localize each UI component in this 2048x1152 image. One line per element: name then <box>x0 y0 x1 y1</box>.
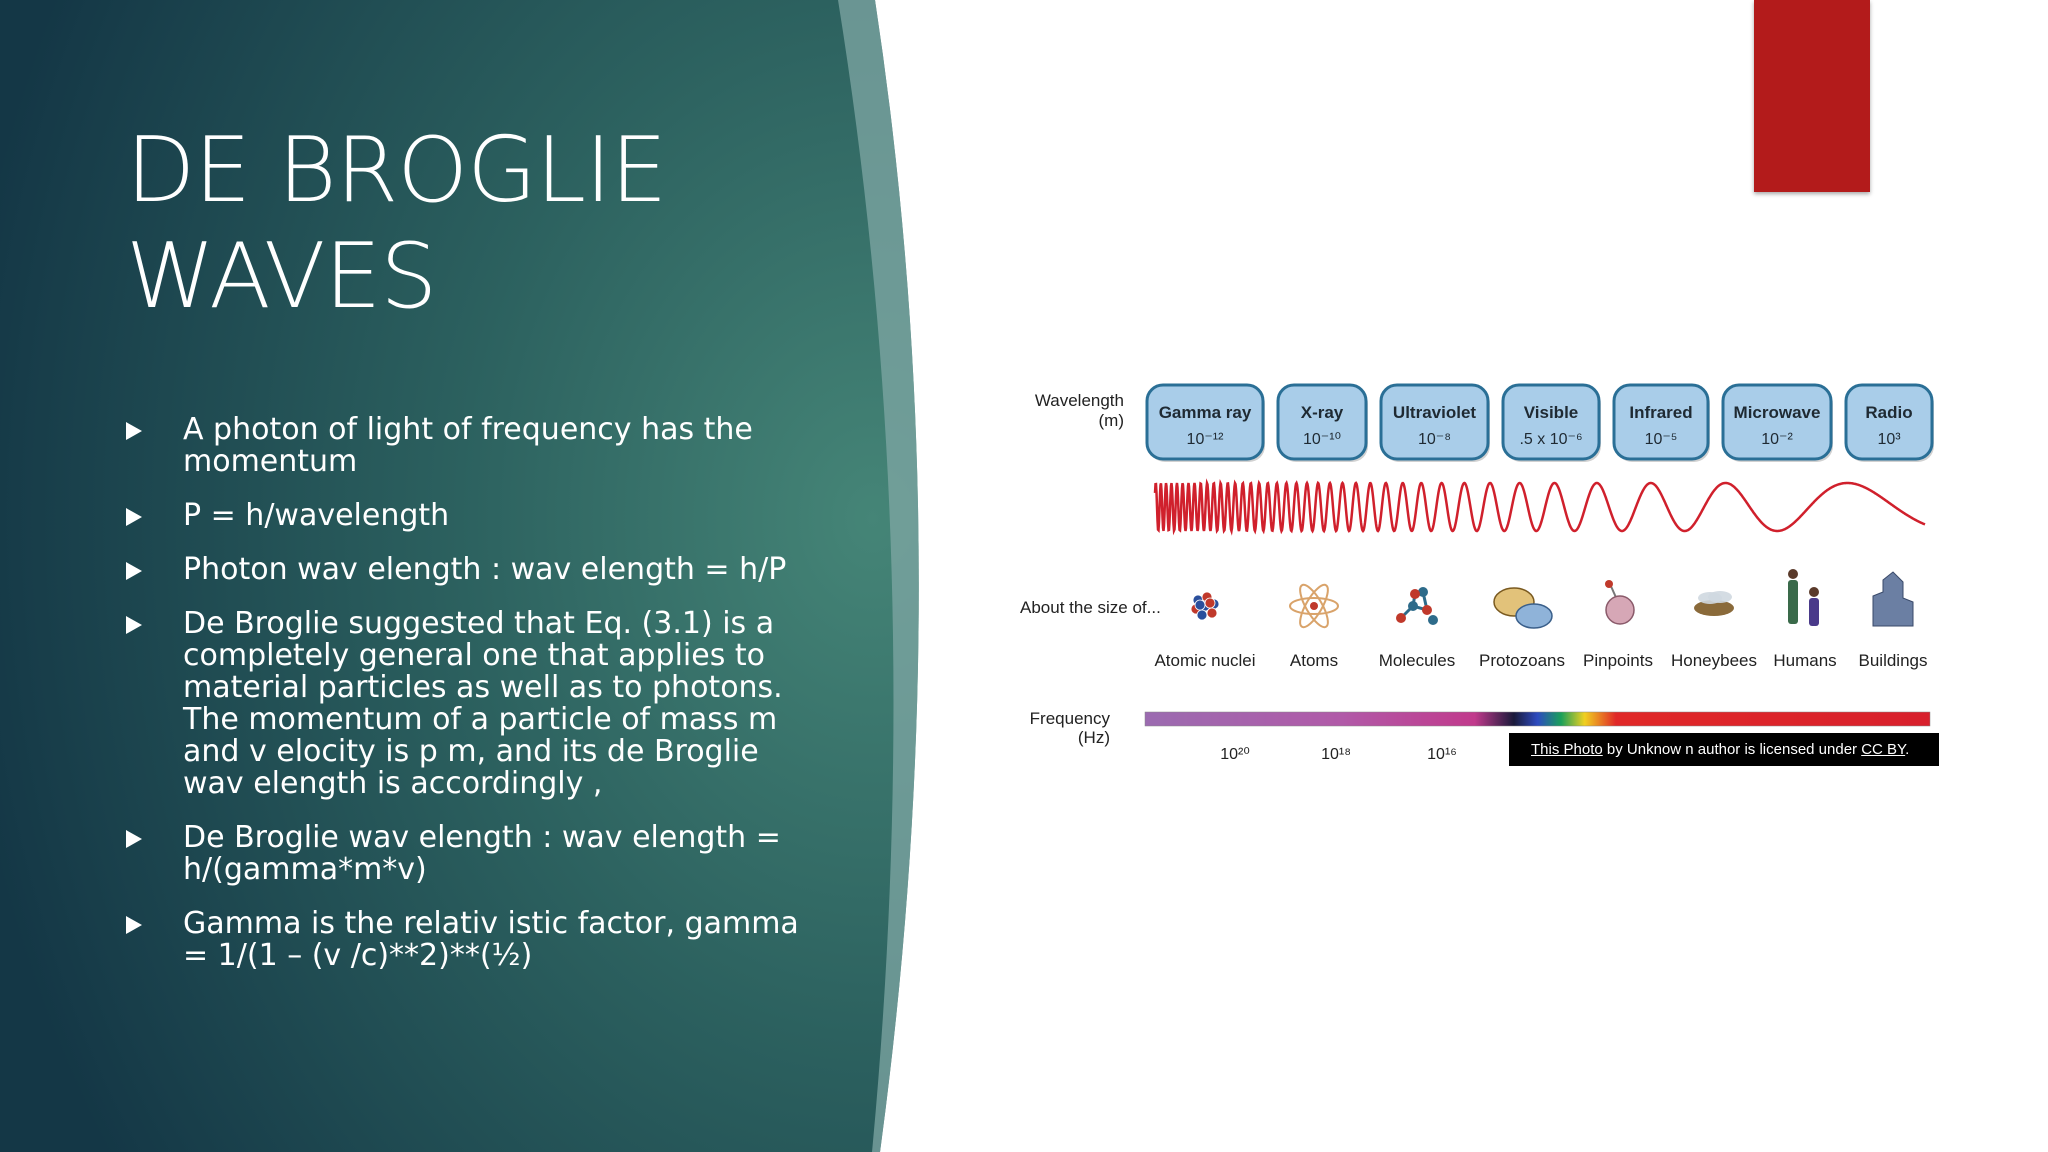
band-wavelength: 10⁻² <box>1761 431 1793 448</box>
frequency-label: Frequency <box>1030 709 1111 728</box>
left-panel <box>0 0 930 1152</box>
object-icons: Atomic nuclei Atoms Molecules Protozoans Pin… <box>1154 569 1928 670</box>
bullet-list: A photon of light of frequency has the m… <box>126 414 816 994</box>
bullet-text: A photon of light of frequency has the m… <box>183 412 753 479</box>
panel-background <box>0 0 919 1152</box>
spectrum-figure: Wavelength (m) Gamma ray 10⁻¹² X-ray 10⁻¹⁰ U… <box>1020 383 1934 763</box>
band-boxes: Gamma ray 10⁻¹² X-ray 10⁻¹⁰ Ultraviolet 10⁻⁸ V… <box>1145 383 1934 462</box>
bullet-arrow-icon <box>126 916 142 934</box>
credit-text: by Unknow n author is licensed under <box>1602 741 1862 758</box>
frequency-bar <box>1144 711 1931 727</box>
band-box: Radio 10³ <box>1844 383 1934 462</box>
license-link[interactable]: CC BY <box>1861 741 1906 758</box>
band-wavelength: 10⁻⁸ <box>1418 431 1451 448</box>
photo-link[interactable]: This Photo <box>1531 741 1603 758</box>
object-label: Protozoans <box>1479 651 1565 670</box>
bullet-item: P = h/wavelength <box>126 500 816 532</box>
bullet-arrow-icon <box>126 830 142 848</box>
object-label: Pinpoints <box>1583 651 1653 670</box>
object-label: Humans <box>1773 651 1836 670</box>
size-label: About the size of... <box>1020 598 1161 617</box>
band-name: Gamma ray <box>1159 403 1252 422</box>
bullet-text: Photon wav elength : wav elength = h/P <box>183 552 787 587</box>
bullet-text: De Broglie suggested that Eq. (3.1) is a… <box>183 606 783 801</box>
bullet-item: A photon of light of frequency has the m… <box>126 414 816 478</box>
title-line-2: WAVES <box>126 224 437 329</box>
frequency-ticks: 10²⁰ 10¹⁸ 10¹⁶ <box>1220 746 1457 763</box>
bullet-item: De Broglie suggested that Eq. (3.1) is a… <box>126 608 816 800</box>
wave-line <box>1153 478 1926 536</box>
protozoan-icon <box>1493 587 1553 629</box>
band-name: Microwave <box>1734 403 1821 422</box>
wavelength-label: Wavelength <box>1035 391 1124 410</box>
frequency-tick: 10²⁰ <box>1220 746 1250 763</box>
band-name: Visible <box>1524 403 1579 422</box>
band-box: Infrared 10⁻⁵ <box>1612 383 1710 462</box>
band-wavelength: 10⁻¹² <box>1187 431 1225 448</box>
band-box: Gamma ray 10⁻¹² <box>1145 383 1265 462</box>
bullet-arrow-icon <box>126 508 142 526</box>
band-wavelength: 10⁻⁵ <box>1645 431 1678 448</box>
title-line-1: DE BROGLIE <box>126 118 667 223</box>
frequency-tick: 10¹⁶ <box>1427 746 1457 763</box>
band-box: X-ray 10⁻¹⁰ <box>1276 383 1368 462</box>
object-label: Molecules <box>1379 651 1456 670</box>
bullet-item: Photon wav elength : wav elength = h/P <box>126 554 816 586</box>
bullet-arrow-icon <box>126 562 142 580</box>
bee-icon <box>1694 591 1734 616</box>
bullet-arrow-icon <box>126 616 142 634</box>
slide-title: DE BROGLIE WAVES <box>126 118 846 330</box>
atom-icon <box>1289 583 1339 629</box>
band-name: X-ray <box>1301 403 1344 422</box>
pin-icon <box>1605 580 1635 625</box>
band-wavelength: 10⁻¹⁰ <box>1303 431 1341 448</box>
object-label: Atomic nuclei <box>1154 651 1255 670</box>
object-label: Buildings <box>1859 651 1928 670</box>
human-icon <box>1788 569 1819 626</box>
band-box: Microwave 10⁻² <box>1721 383 1833 462</box>
band-box: Visible .5 x 10⁻⁶ <box>1501 383 1601 462</box>
object-label: Honeybees <box>1671 651 1757 670</box>
bullet-arrow-icon <box>126 422 142 440</box>
molecule-icon <box>1396 587 1438 625</box>
bullet-text: Gamma is the relativ istic factor, gamma… <box>183 906 799 973</box>
bullet-text: P = h/wavelength <box>183 498 450 533</box>
band-name: Radio <box>1865 403 1912 422</box>
band-wavelength: 10³ <box>1877 431 1901 448</box>
band-name: Ultraviolet <box>1393 403 1476 422</box>
credit-end: . <box>1905 741 1910 758</box>
frequency-tick: 10¹⁸ <box>1321 746 1351 763</box>
bullet-text: De Broglie wav elength : wav elength = h… <box>183 820 781 887</box>
wavelength-unit: (m) <box>1099 411 1124 430</box>
bullet-item: De Broglie wav elength : wav elength = h… <box>126 822 816 886</box>
object-label: Atoms <box>1290 651 1338 670</box>
band-wavelength: .5 x 10⁻⁶ <box>1519 431 1582 448</box>
bullet-item: Gamma is the relativ istic factor, gamma… <box>126 908 816 972</box>
nucleus-icon <box>1190 591 1220 621</box>
band-name: Infrared <box>1629 403 1692 422</box>
photo-credit: This Photo by Unknow n author is license… <box>1509 733 1939 766</box>
frequency-unit: (Hz) <box>1078 728 1110 747</box>
band-box: Ultraviolet 10⁻⁸ <box>1379 383 1490 462</box>
building-icon <box>1872 571 1914 627</box>
accent-bar <box>1754 0 1870 192</box>
